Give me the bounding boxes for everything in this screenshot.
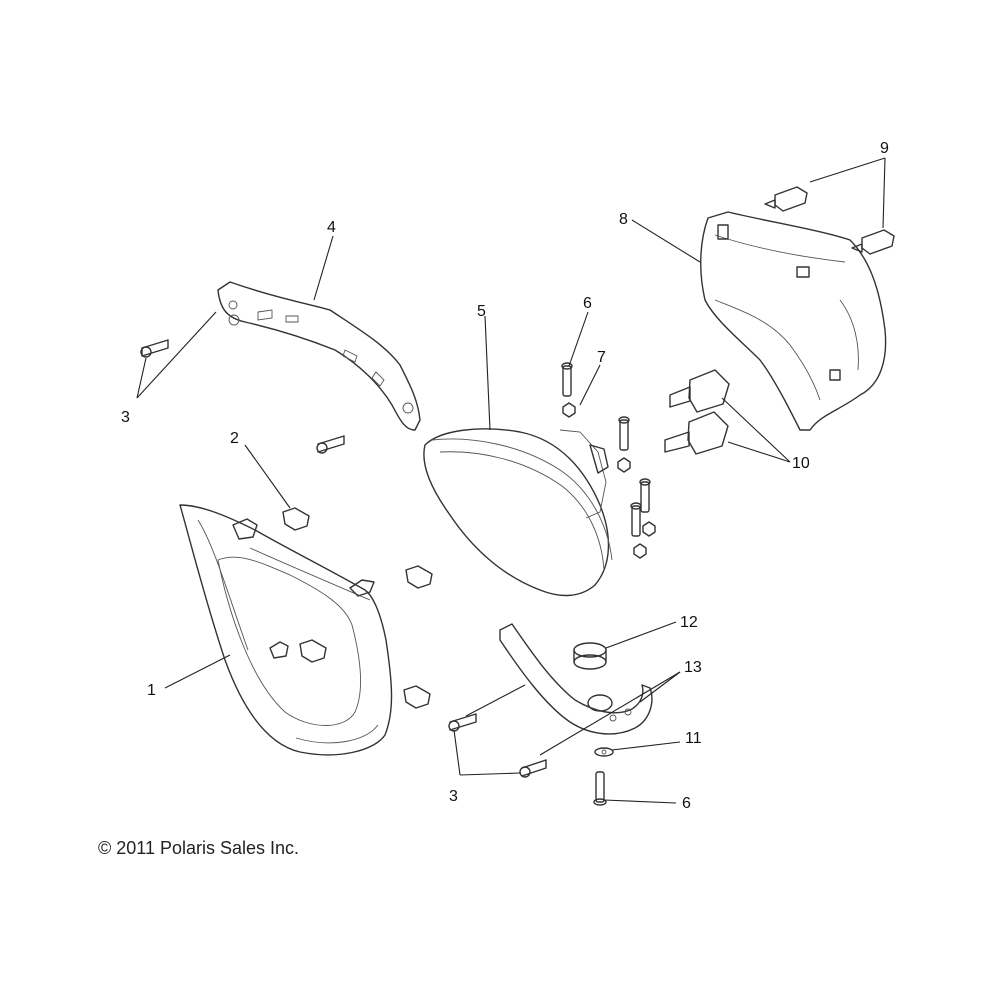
- connectors: [764, 186, 895, 255]
- callout-3-upper: 3: [121, 409, 130, 426]
- lower-bracket: [499, 623, 653, 735]
- grommet-washer-bolt: [573, 642, 614, 806]
- upper-bracket: [217, 281, 421, 431]
- callout-7: 7: [597, 349, 606, 366]
- callout-12: 12: [680, 614, 698, 631]
- callout-11: 11: [685, 730, 702, 747]
- headlight-bezel: [179, 504, 393, 756]
- bolts-and-nuts: [561, 362, 656, 559]
- leader-lines: [136, 157, 886, 804]
- callout-10: 10: [792, 455, 810, 472]
- callout-8: 8: [619, 211, 628, 228]
- callout-9: 9: [880, 140, 889, 157]
- retaining-clips: [282, 507, 433, 709]
- screws: [140, 339, 547, 778]
- callout-4: 4: [327, 219, 336, 236]
- callout-6-upper: 6: [583, 295, 592, 312]
- headlamp-assembly: [423, 428, 613, 597]
- callout-6-lower: 6: [682, 795, 691, 812]
- callout-3-lower: 3: [449, 788, 458, 805]
- callout-2: 2: [230, 430, 239, 447]
- callout-13: 13: [684, 659, 702, 676]
- copyright-notice: © 2011 Polaris Sales Inc.: [98, 838, 300, 858]
- callout-labels: 1 2 3 3 4 5 6 6 7 8 9 10 11 12 13: [121, 140, 889, 812]
- rear-housing: [700, 211, 887, 431]
- callout-1: 1: [147, 682, 156, 699]
- bulbs: [664, 369, 730, 455]
- callout-5: 5: [477, 303, 486, 320]
